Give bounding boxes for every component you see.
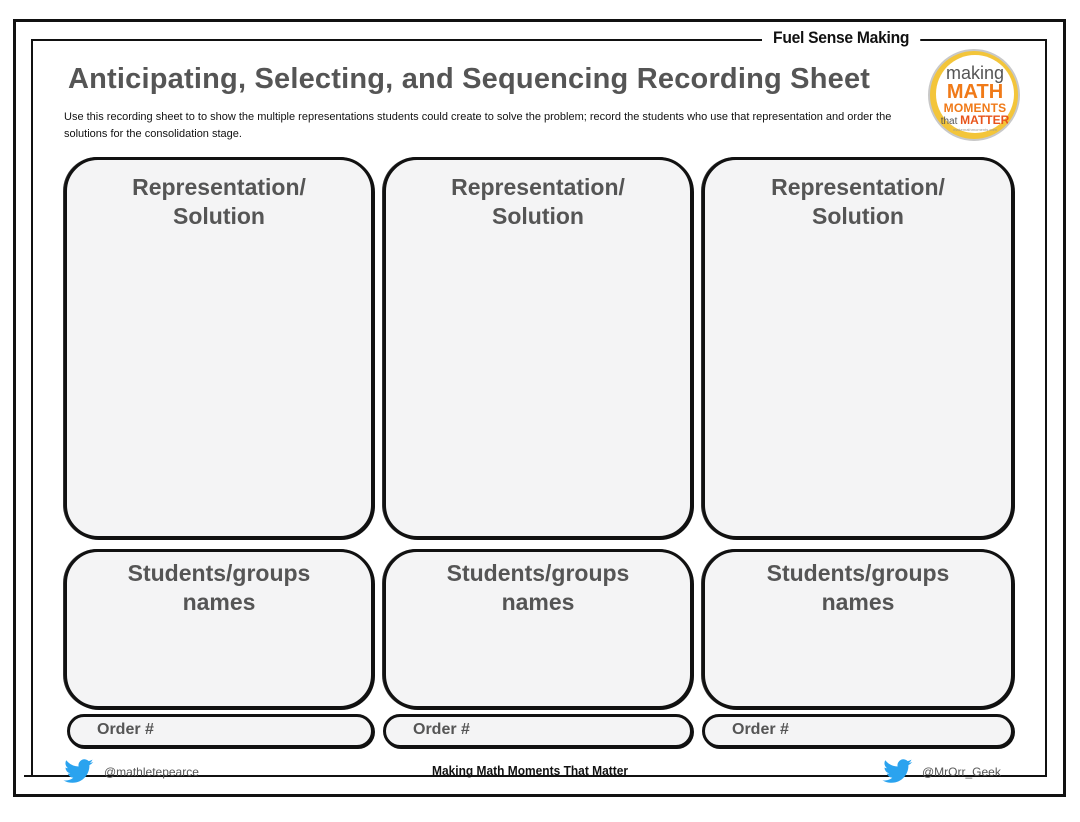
order-label-1: Order # bbox=[97, 721, 154, 738]
making-math-moments-logo: making MATH MOMENTS that MATTER makemath… bbox=[928, 49, 1020, 141]
logo-moments-text: MOMENTS bbox=[943, 101, 1007, 115]
order-label-3: Order # bbox=[732, 721, 789, 738]
logo-url-text: makemathmoments.com bbox=[953, 127, 997, 132]
representation-box-3[interactable]: Representation/Solution bbox=[702, 157, 1014, 539]
representation-box-1[interactable]: Representation/Solution bbox=[64, 157, 374, 539]
footer-divider-right bbox=[665, 775, 865, 777]
order-field-2[interactable]: Order # bbox=[383, 714, 693, 748]
twitter-bird-icon-left bbox=[63, 759, 94, 783]
inner-frame bbox=[31, 39, 1047, 777]
footer-divider-right-end bbox=[1015, 775, 1045, 777]
order-label-2: Order # bbox=[413, 721, 470, 738]
order-field-1[interactable]: Order # bbox=[67, 714, 374, 748]
footer-handle-right: @MrOrr_Geek bbox=[922, 765, 1001, 779]
logo-that-matter-text: that MATTER bbox=[940, 113, 1010, 127]
representation-box-2[interactable]: Representation/Solution bbox=[383, 157, 693, 539]
representation-label-3: Representation/Solution bbox=[771, 174, 945, 229]
page-title: Anticipating, Selecting, and Sequencing … bbox=[68, 63, 871, 95]
representation-label-2: Representation/Solution bbox=[451, 174, 625, 229]
header-tag: Fuel Sense Making bbox=[762, 28, 921, 48]
representation-label-1: Representation/Solution bbox=[132, 174, 306, 229]
instructions-text: Use this recording sheet to to show the … bbox=[64, 111, 892, 140]
footer-handle-left: @mathletepearce bbox=[104, 765, 199, 779]
twitter-bird-icon-right bbox=[882, 759, 913, 783]
outer-frame bbox=[13, 19, 1066, 797]
logo-math-text: MATH bbox=[946, 81, 1004, 103]
footer-center-text: Making Math Moments That Matter bbox=[432, 763, 629, 778]
footer-divider-left-start bbox=[24, 775, 54, 777]
logo-making-text: making bbox=[945, 63, 1005, 83]
order-field-3[interactable]: Order # bbox=[702, 714, 1014, 748]
footer-divider-left bbox=[217, 775, 412, 777]
